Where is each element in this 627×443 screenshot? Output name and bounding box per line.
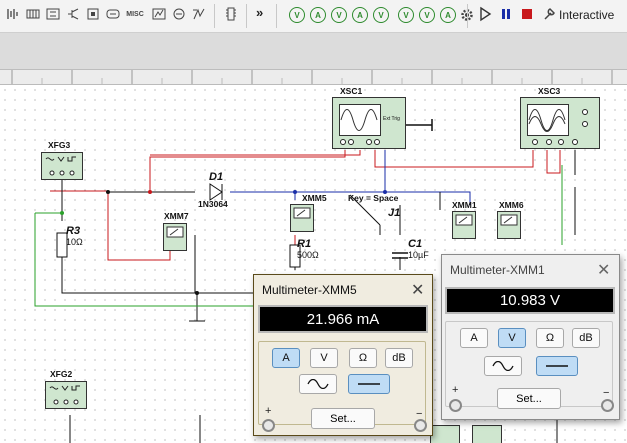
place-transistor-icon[interactable] [64,5,82,23]
xmm5-mode-ohmmeter-button[interactable]: Ω [349,348,377,368]
xmm1-close-icon[interactable]: ✕ [597,262,611,279]
multimeter-xmm1-window[interactable]: Multimeter-XMM1 ✕ 10.983 V A V Ω dB + − … [441,254,620,420]
ext-trig-label: Ext Trig [383,116,400,122]
d1-value-label: 1N3064 [198,199,228,209]
toolbar-overflow-chevron[interactable]: » [256,5,264,20]
c1-ref-label: C1 [408,238,423,250]
r3-ref-label: R3 [66,225,81,237]
xmm7-label: XMM7 [164,211,189,221]
stop-simulation-icon[interactable] [518,5,536,23]
place-ttl-icon[interactable] [104,5,122,23]
function-generator-xfg2[interactable] [45,381,87,409]
xmm5-positive-terminal[interactable] [262,419,275,432]
place-misc-button[interactable]: MISC [126,10,144,18]
xmm1-dc-button[interactable] [536,356,578,376]
xmm1-positive-terminal[interactable] [449,399,462,412]
oscilloscope-xsc3[interactable] [520,97,600,149]
place-source-icon[interactable] [4,5,22,23]
function-generator-xfg3[interactable] [41,152,83,180]
xmm5-mode-db-button[interactable]: dB [385,348,413,368]
xmm5-reading-display: 21.966 mA [258,305,428,333]
xmm5-negative-terminal[interactable] [414,419,427,432]
xfg2-label: XFG2 [50,369,73,379]
xmm1-ac-button[interactable] [484,356,522,376]
j1-key-label: Key = Space [348,193,399,203]
multimeter-xmm7[interactable] [163,223,187,251]
place-electromech-icon[interactable] [190,5,208,23]
r1-ref-label: R1 [297,238,312,250]
dc-line-icon [546,365,568,367]
multimeter-xmm5-window[interactable]: Multimeter-XMM5 ✕ 21.966 mA A V Ω dB + −… [253,274,433,436]
xmm5-set-button[interactable]: Set... [311,408,375,429]
dc-line-icon [358,383,380,385]
place-power-icon[interactable] [170,5,188,23]
xmm1-negative-terminal[interactable] [601,399,614,412]
oscilloscope-xsc1[interactable]: Ext Trig [332,97,406,149]
ac-wave-icon [492,361,514,371]
r1-value-label: 500Ω [297,250,319,260]
xmm1-mode-voltmeter-button[interactable]: V [498,328,526,348]
ac-wave-icon [307,379,329,389]
xmm1-reading-display: 10.983 V [445,287,615,314]
xsc3-label: XSC3 [538,86,561,96]
xmm1-mode-db-button[interactable]: dB [572,328,600,348]
xmm1-window-title: Multimeter-XMM1 [450,263,545,277]
pause-simulation-icon[interactable] [497,5,515,23]
d1-ref-label: D1 [209,171,224,183]
voltage-current-probe-icon[interactable]: V [419,7,435,23]
r3-value-label: 10Ω [66,237,83,247]
multimeter-xmm1[interactable] [452,211,476,239]
place-basic-icon[interactable] [24,5,42,23]
voltage-probe-icon[interactable]: V [289,7,305,23]
instrument-toolbar: MISC » V A V A V V V A Interactive [0,0,627,33]
xmm1-positive-terminal-label: + [452,384,459,396]
xmm1-label: XMM1 [452,200,477,210]
xmm6-label: XMM6 [499,200,524,210]
differential-voltage-probe-icon[interactable]: A [352,7,368,23]
wrench-icon[interactable] [540,5,558,23]
current-probe-icon[interactable]: A [310,7,326,23]
xmm1-mode-ammeter-button[interactable]: A [460,328,488,348]
xmm5-mode-voltmeter-button[interactable]: V [310,348,338,368]
xmm5-label: XMM5 [302,193,327,203]
digital-probe-icon[interactable]: V [398,7,414,23]
xmm1-set-button[interactable]: Set... [497,388,561,409]
power-probe-icon[interactable]: V [331,7,347,23]
xmm1-mode-ohmmeter-button[interactable]: Ω [536,328,564,348]
xmm5-negative-terminal-label: − [416,408,423,420]
xmm1-negative-terminal-label: − [603,387,610,399]
simulation-mode-label[interactable]: Interactive [559,8,615,22]
c1-value-label: 10µF [408,250,429,260]
place-diode-icon[interactable] [44,5,62,23]
xmm5-dc-button[interactable] [348,374,390,394]
current-clamp-probe-icon[interactable]: A [440,7,456,23]
xfg3-label: XFG3 [48,140,71,150]
xmm5-close-icon[interactable]: ✕ [411,282,425,299]
xsc1-label: XSC1 [340,86,363,96]
horizontal-ruler [0,70,627,85]
xmm5-ac-button[interactable] [299,374,337,394]
voltage-reference-probe-icon[interactable]: V [373,7,389,23]
xmm5-mode-ammeter-button[interactable]: A [272,348,300,368]
run-simulation-icon[interactable] [476,5,494,23]
xmm5-window-title: Multimeter-XMM5 [262,283,357,297]
j1-ref-label: J1 [388,207,401,219]
xmm5-positive-terminal-label: + [265,405,272,417]
place-indicator-icon[interactable] [150,5,168,23]
place-mcu-icon[interactable] [222,5,240,23]
place-analog-icon[interactable] [84,5,102,23]
multimeter-xmm5[interactable] [290,204,314,232]
partial-multimeter-bottom-1[interactable] [430,425,460,443]
multimeter-xmm6[interactable] [497,211,521,239]
toolbar-band [0,33,627,70]
partial-multimeter-bottom-2[interactable] [472,425,502,443]
